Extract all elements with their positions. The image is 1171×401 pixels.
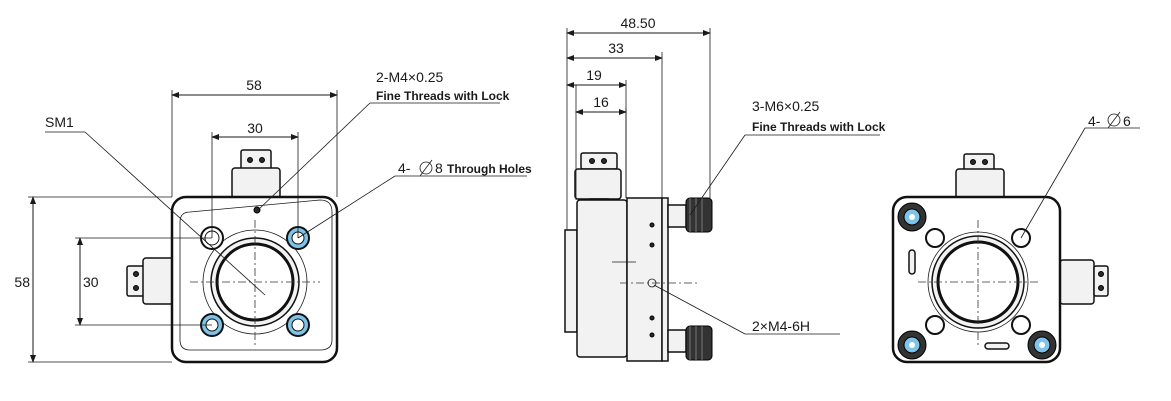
side-back-plate bbox=[576, 199, 628, 358]
front-screw-label: 2-M4×0.25 bbox=[376, 69, 444, 85]
side-tap-label: 2×M4-6H bbox=[752, 318, 810, 334]
back-view: 4- 6 bbox=[891, 111, 1140, 364]
front-view: 58 30 58 30 SM1 2-M4×0.25 Fine Threads w… bbox=[14, 69, 532, 364]
back-adjusters bbox=[897, 202, 1057, 360]
side-front-plate bbox=[626, 197, 663, 362]
side-adjuster-bottom bbox=[667, 325, 713, 361]
back-top-knob bbox=[955, 153, 1005, 200]
back-holes-prefix: 4- bbox=[1088, 113, 1101, 129]
front-inner-height-dim: 30 bbox=[83, 274, 99, 290]
back-side-knob bbox=[1059, 259, 1109, 305]
side-top-knob bbox=[574, 152, 622, 206]
side-view: 48.50 33 19 16 3-M6×0.25 Fine Threads wi… bbox=[564, 15, 886, 362]
front-lock-screw bbox=[253, 206, 261, 214]
side-dim-c: 16 bbox=[593, 94, 609, 110]
front-height-dim: 58 bbox=[14, 274, 30, 290]
diameter-icon bbox=[419, 159, 433, 177]
front-holes-prefix: 4- bbox=[398, 160, 411, 176]
sm-label: SM1 bbox=[45, 114, 74, 130]
side-screw-note: Fine Threads with Lock bbox=[752, 120, 886, 134]
front-holes-note: Through Holes bbox=[447, 162, 532, 176]
diameter-icon bbox=[1107, 111, 1121, 129]
front-holes-diam: 8 bbox=[435, 160, 443, 176]
front-screw-note: Fine Threads with Lock bbox=[376, 89, 510, 103]
side-dim-total: 48.50 bbox=[620, 15, 655, 31]
side-adjuster-top bbox=[667, 197, 713, 233]
back-holes-diam: 6 bbox=[1123, 113, 1131, 129]
front-inner-width-dim: 30 bbox=[247, 120, 263, 136]
side-screw-label: 3-M6×0.25 bbox=[752, 98, 820, 114]
front-width-dim: 58 bbox=[246, 77, 262, 93]
side-dim-a: 33 bbox=[608, 40, 624, 56]
side-dim-b: 19 bbox=[586, 67, 602, 83]
front-through-holes bbox=[200, 226, 310, 337]
